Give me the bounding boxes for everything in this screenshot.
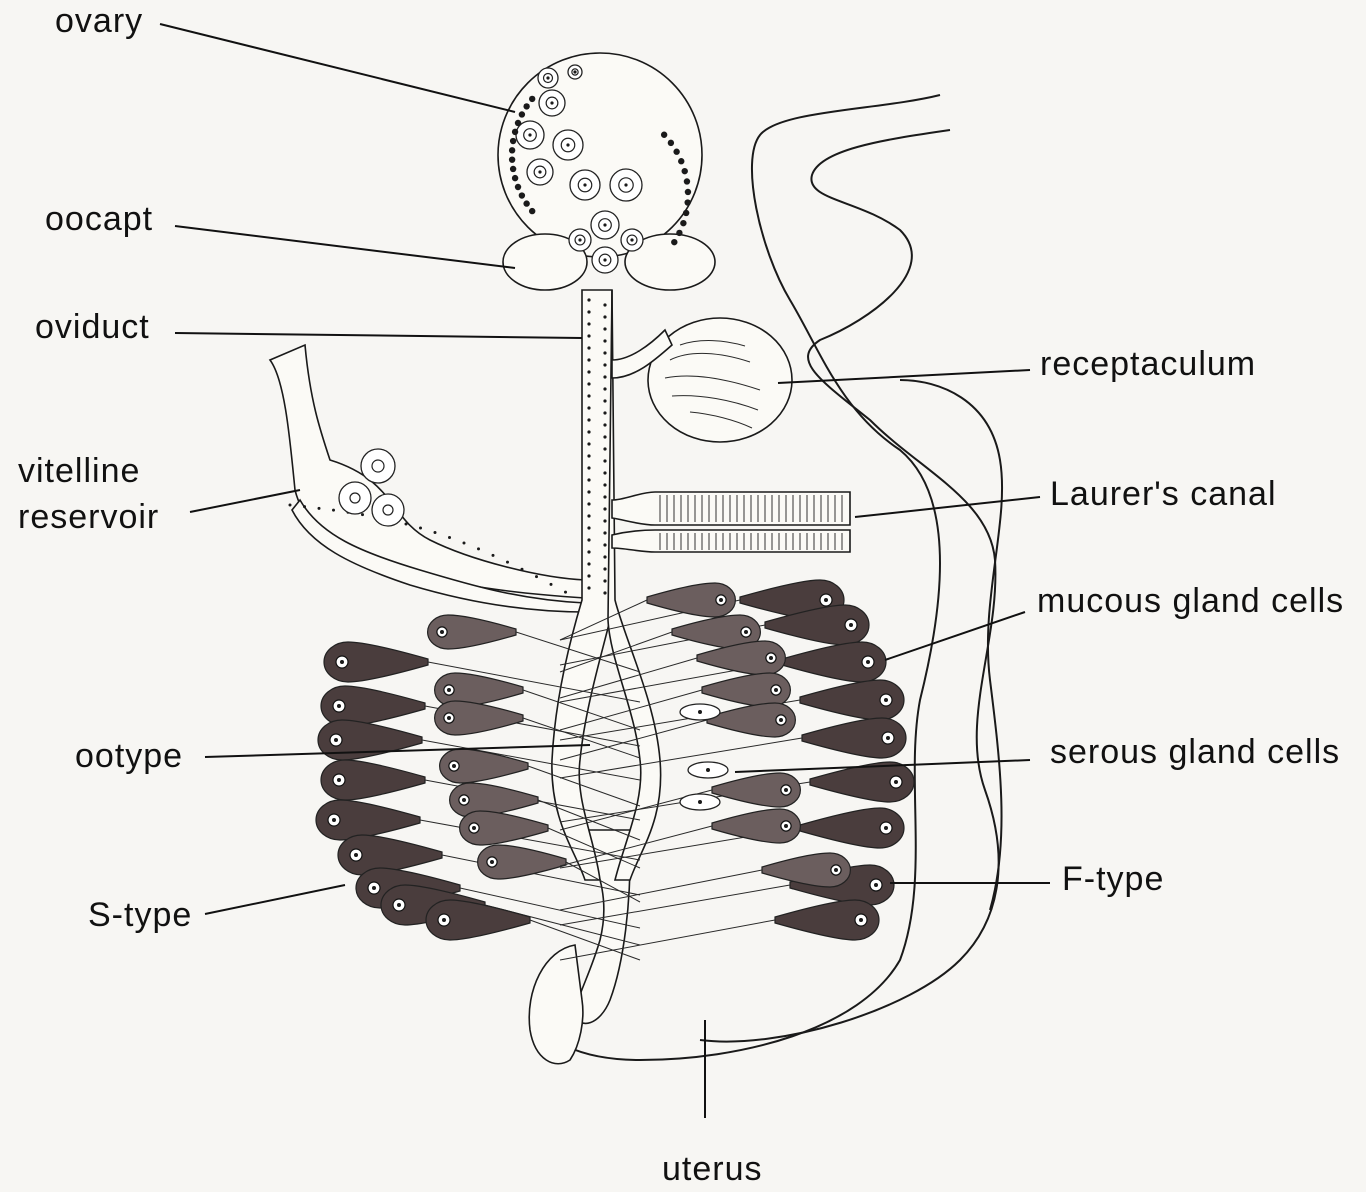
label-f-type: F-type [1062, 860, 1164, 898]
label-ovary: ovary [55, 2, 143, 40]
label-oviduct: oviduct [35, 308, 150, 346]
uterus-terminal [529, 945, 583, 1064]
vitelline-duct [270, 345, 585, 598]
label-oocapt: oocapt [45, 200, 153, 238]
label-laurers-canal: Laurer's canal [1050, 475, 1277, 513]
label-ootype: ootype [75, 737, 183, 775]
label-mucous-gland-cells: mucous gland cells [1037, 582, 1344, 620]
label-reservoir: reservoir [18, 498, 159, 536]
receptaculum-sac [648, 318, 792, 442]
label-receptaculum: receptaculum [1040, 345, 1256, 383]
label-vitelline: vitelline [18, 452, 140, 490]
label-s-type: S-type [88, 896, 192, 934]
label-uterus: uterus [662, 1150, 763, 1188]
label-serous-gland-cells: serous gland cells [1050, 733, 1340, 771]
